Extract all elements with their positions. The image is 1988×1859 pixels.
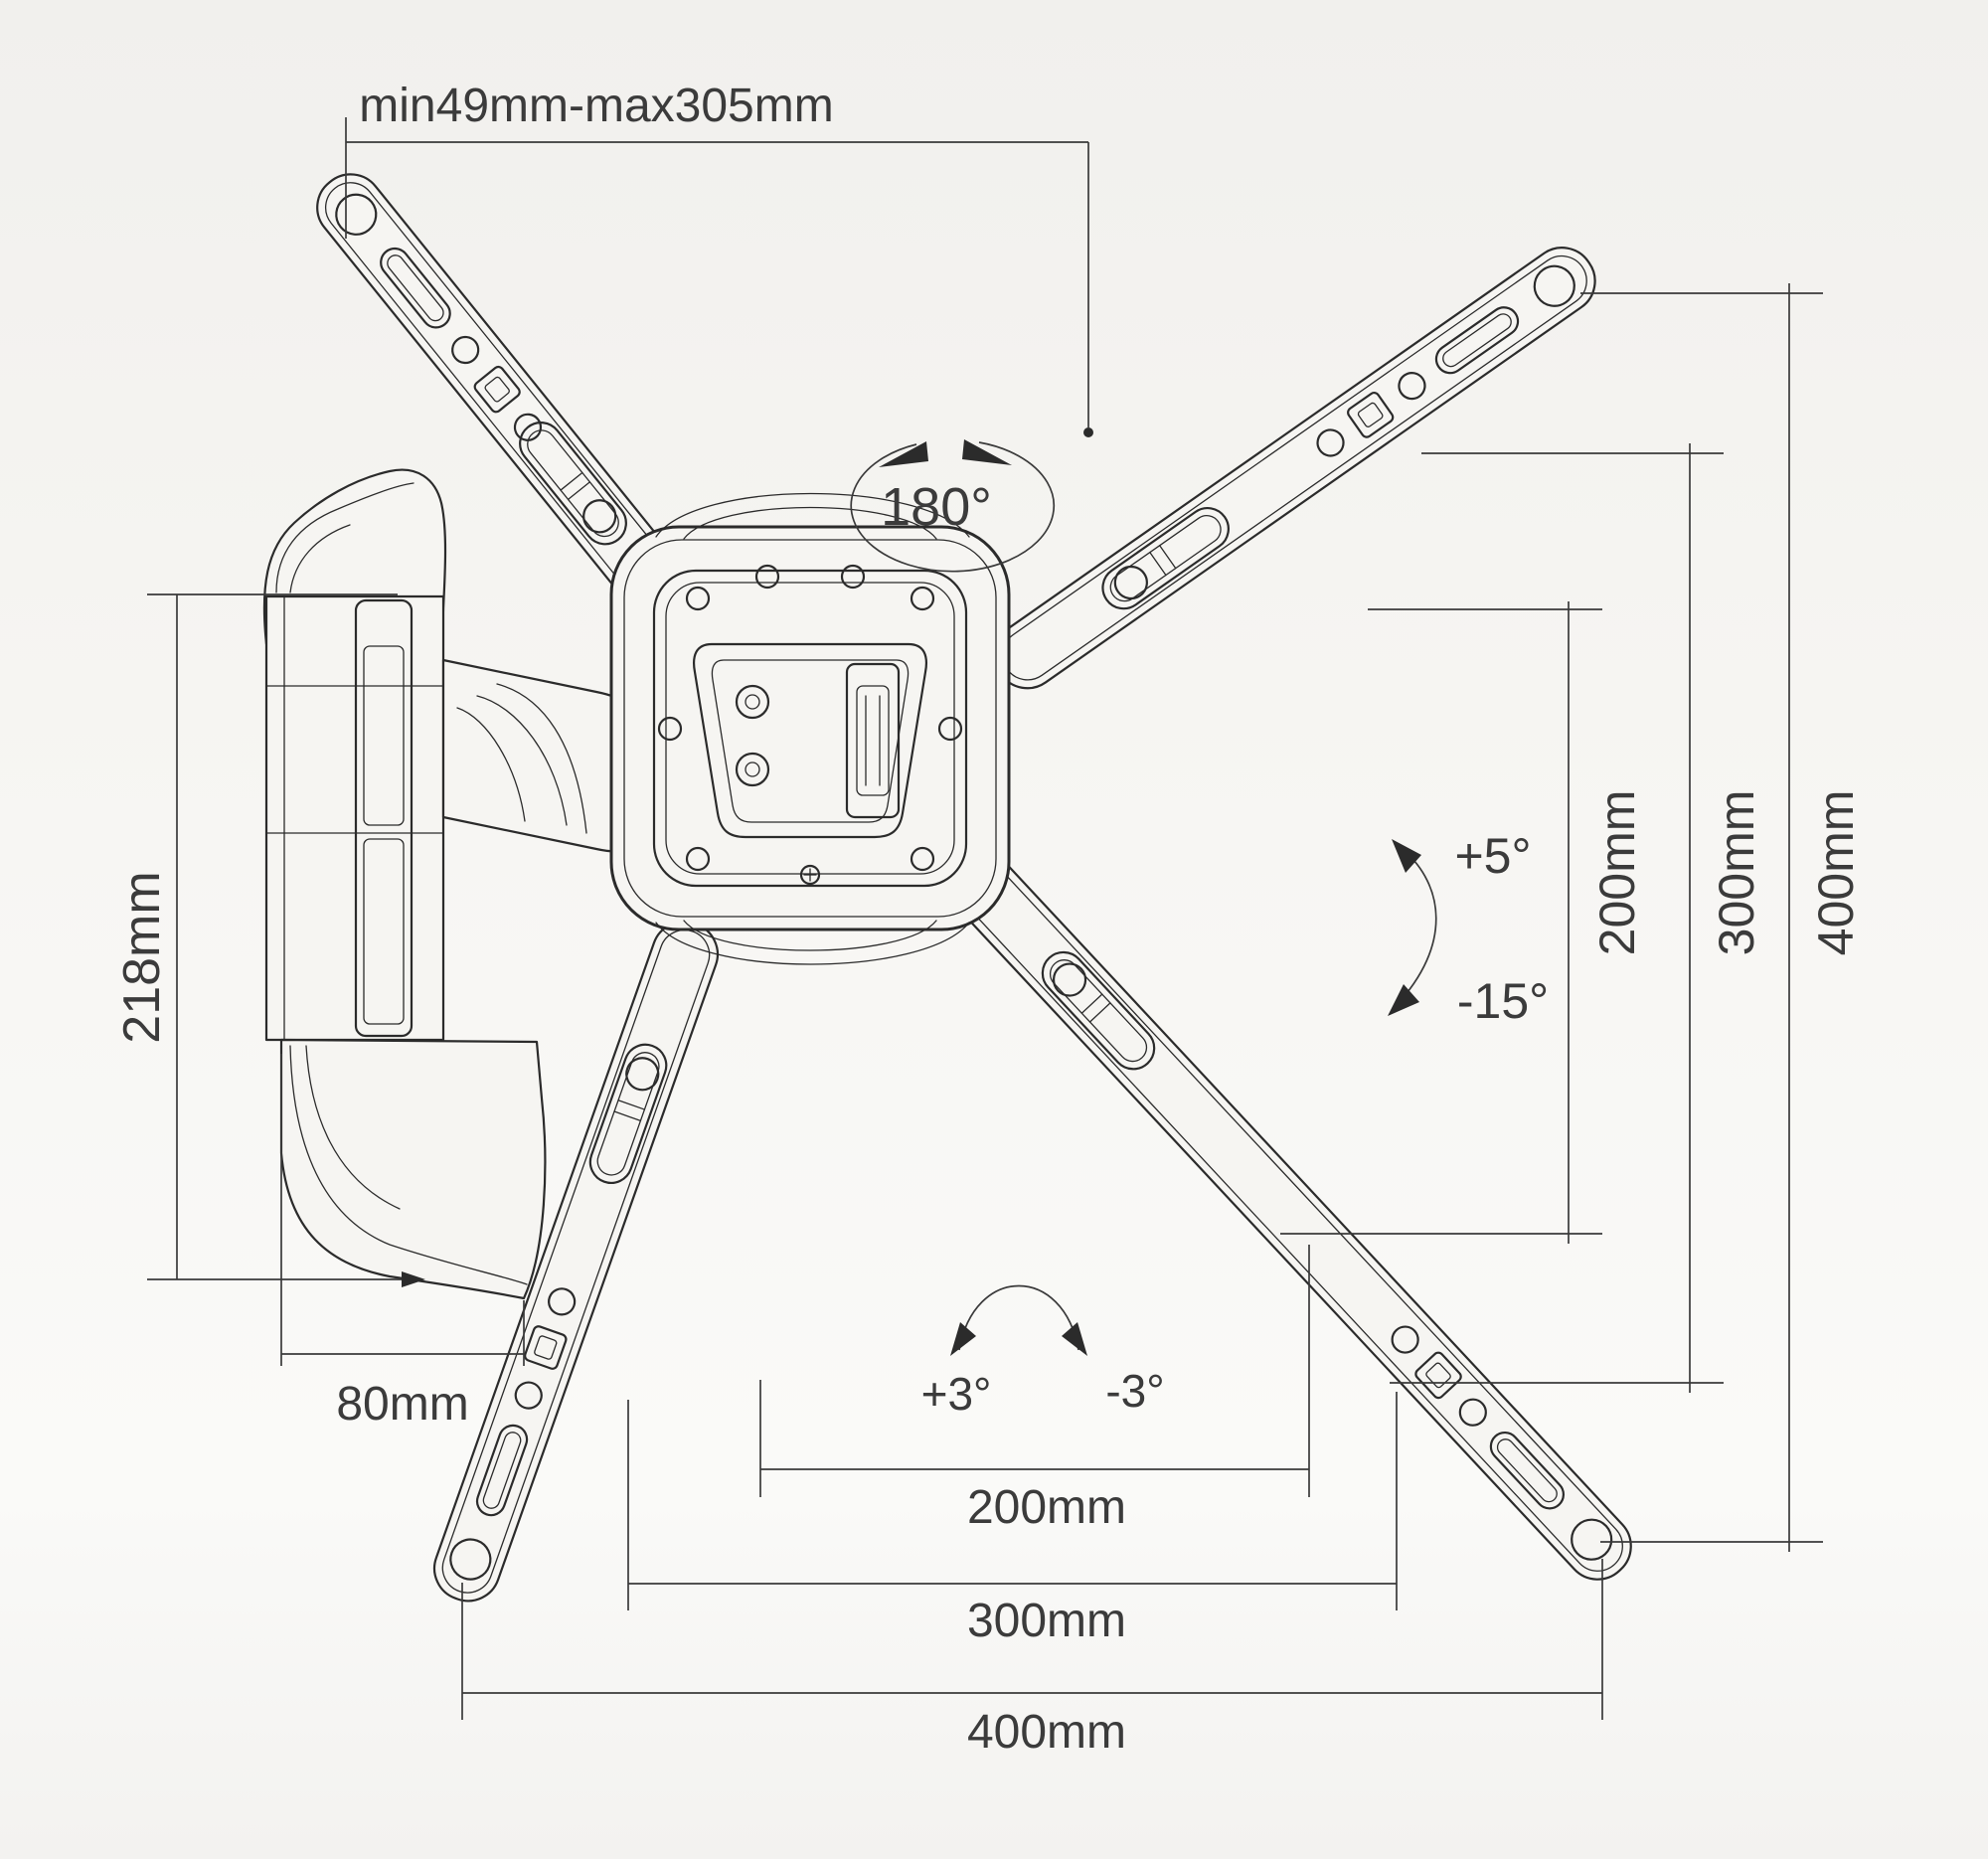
dim-tilt-down-label: -15° <box>1457 973 1549 1029</box>
dim-vesa-horizontal-300: 300mm <box>627 1392 1398 1647</box>
tilt-arrow-down <box>1388 984 1419 1016</box>
arm-slot <box>1489 1431 1565 1510</box>
arm-square-nut <box>524 1325 568 1370</box>
hub-screw <box>735 752 770 787</box>
arm-long-slot <box>519 422 627 546</box>
plate-hole <box>685 586 711 611</box>
dim-extension-range-label: min49mm-max305mm <box>359 80 833 132</box>
plate-hole <box>910 846 935 872</box>
dim-h400-label: 400mm <box>967 1706 1126 1759</box>
arm-hole <box>513 413 543 441</box>
plate-inner-panel <box>652 569 968 888</box>
arm-pivot-hole <box>1052 962 1087 997</box>
dim-tilt-up-label: +5° <box>1454 828 1531 884</box>
dim-vesa-vertical-200: 200mm <box>1280 601 1645 1244</box>
hub-screw <box>735 684 770 720</box>
dim-v400-label: 400mm <box>1808 790 1864 956</box>
dim-80mm: 80mm <box>280 1054 525 1431</box>
dim-vesa-vertical-300: 300mm <box>1390 443 1764 1393</box>
arm-end-hole <box>1571 1518 1613 1561</box>
tilt-arrow-up <box>1392 839 1421 873</box>
dim-rotation: +3° -3° <box>921 1284 1165 1420</box>
arm-long-slot <box>588 1043 668 1184</box>
arm-hole <box>548 1287 577 1316</box>
arm-long-slot <box>1101 506 1230 610</box>
bracket-bottom-wing <box>279 1038 547 1300</box>
dim-extension-range: min49mm-max305mm <box>345 80 1093 437</box>
bracket-slot-column <box>354 598 414 1038</box>
arm-hole <box>1398 372 1426 401</box>
tilt-arc <box>1395 849 1437 1007</box>
arm-pivot-hole <box>1113 565 1148 600</box>
plate-hole <box>754 564 780 590</box>
arm-pivot-hole <box>582 499 617 534</box>
arm-hole <box>1458 1398 1487 1427</box>
arm-long-slot <box>1041 950 1156 1071</box>
dim-vesa-horizontal-400: 400mm <box>461 1559 1603 1759</box>
arm-end-hole <box>449 1538 492 1581</box>
arm-hole <box>1316 428 1345 457</box>
vesa-plate <box>609 492 1011 965</box>
arm-square-nut <box>1414 1351 1462 1400</box>
plate-hole <box>685 846 711 872</box>
rotation-arrow-left <box>950 1322 976 1356</box>
dim-v300-label: 300mm <box>1709 790 1764 956</box>
dim-218mm: 218mm <box>113 593 425 1287</box>
arm-slot <box>475 1424 529 1517</box>
swivel-arrow-left <box>879 441 928 467</box>
wall-bracket <box>262 468 656 1300</box>
arm-slot <box>1434 306 1520 375</box>
plate-hole <box>910 586 935 611</box>
dim-h200-label: 200mm <box>967 1481 1126 1534</box>
dim-swivel-label: 180° <box>881 477 992 537</box>
swivel-arc <box>850 441 1056 573</box>
dim-rotate-left-label: +3° <box>921 1368 992 1420</box>
swivel-arrow-right <box>962 439 1012 465</box>
arm-square-nut <box>473 365 521 414</box>
arm-lower-left <box>432 921 720 1603</box>
dim-vesa-vertical-400: 400mm <box>1580 283 1864 1552</box>
plate-hole <box>840 564 866 590</box>
plate-hole <box>657 716 683 742</box>
dim-arrow <box>402 1271 425 1287</box>
dim-218mm-label: 218mm <box>113 871 171 1043</box>
dim-tilt: +5° -15° <box>1388 828 1549 1029</box>
tilt-hub <box>693 642 927 839</box>
hub-clamp <box>845 662 901 819</box>
arm-hole <box>1391 1325 1419 1354</box>
dim-vesa-horizontal-200: 200mm <box>759 1245 1310 1534</box>
arm-hole <box>451 335 480 365</box>
rotation-arrow-right <box>1062 1322 1087 1356</box>
dim-h300-label: 300mm <box>967 1595 1126 1647</box>
arm-lower-right <box>948 853 1632 1581</box>
arm-end-hole <box>1533 264 1575 307</box>
arm-pivot-hole <box>625 1057 660 1092</box>
dim-swivel-180: 180° <box>850 439 1056 573</box>
dim-v200-label: 200mm <box>1589 790 1645 956</box>
arm-hole <box>514 1381 543 1410</box>
plate-hole <box>937 716 963 742</box>
rotation-arc <box>958 1284 1079 1351</box>
dim-80mm-label: 80mm <box>336 1378 468 1431</box>
arm-square-nut <box>1347 391 1395 438</box>
plate-screw <box>799 864 821 886</box>
arm-slot <box>380 247 451 329</box>
arm-end-hole <box>335 193 378 236</box>
dim-rotate-right-label: -3° <box>1105 1365 1164 1417</box>
